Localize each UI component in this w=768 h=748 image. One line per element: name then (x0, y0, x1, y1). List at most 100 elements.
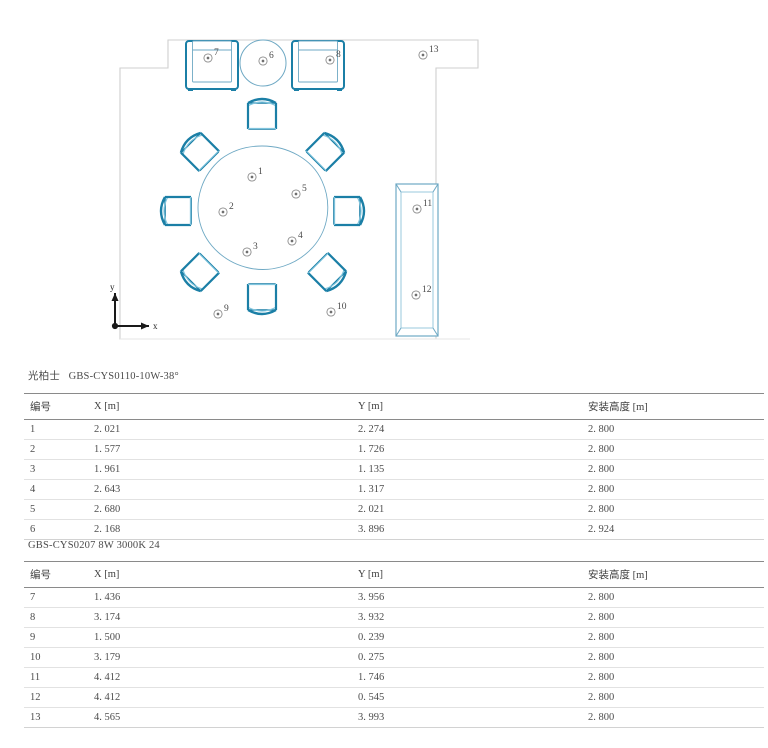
marker-label: 7 (214, 48, 219, 58)
cell-x: 3. 179 (88, 647, 352, 668)
cell-id: 4 (24, 479, 88, 500)
cell-x: 1. 500 (88, 627, 352, 648)
cell-id: 5 (24, 499, 88, 520)
luminaire-marker-5: 5 (291, 184, 307, 199)
header-y: Y [m] (352, 561, 582, 588)
marker-label: 6 (269, 51, 274, 61)
marker-label: 9 (224, 304, 229, 314)
section-2-title: GBS-CYS0207 8W 3000K 24 (28, 540, 160, 551)
header-y: Y [m] (352, 393, 582, 420)
cell-y: 3. 956 (352, 587, 582, 608)
cell-id: 11 (24, 667, 88, 688)
luminaire-marker-11: 11 (412, 199, 432, 214)
dining-chair-w (159, 195, 193, 227)
cell-id: 2 (24, 439, 88, 460)
cell-x: 1. 961 (88, 459, 352, 480)
cell-y: 2. 274 (352, 419, 582, 440)
cell-id: 10 (24, 647, 88, 668)
header-id: 编号 (24, 393, 88, 420)
marker-label: 3 (253, 242, 258, 252)
marker-label: 2 (229, 202, 234, 212)
cell-mounting-height: 2. 800 (582, 627, 764, 648)
cell-id: 9 (24, 627, 88, 648)
marker-label: 11 (423, 199, 432, 209)
header-mounting-height: 安装高度 [m] (582, 393, 764, 420)
marker-label: 12 (422, 285, 432, 295)
cell-mounting-height: 2. 800 (582, 667, 764, 688)
cell-y: 0. 275 (352, 647, 582, 668)
table-1-head: 编号 X [m] Y [m] 安装高度 [m] (24, 393, 764, 420)
cell-id: 12 (24, 687, 88, 708)
axis-indicator: x y (110, 282, 158, 331)
cell-mounting-height: 2. 800 (582, 459, 764, 480)
marker-label: 1 (258, 167, 263, 177)
cell-id: 1 (24, 419, 88, 440)
dining-chair-s (246, 282, 278, 316)
luminaire-section-1: 光柏士 GBS-CYS0110-10W-38° 编号 X [m] Y [m] 安… (0, 368, 768, 540)
table-2-head: 编号 X [m] Y [m] 安装高度 [m] (24, 561, 764, 588)
header-x: X [m] (88, 561, 352, 588)
luminaire-marker-1: 1 (247, 167, 263, 182)
dining-chair-n (246, 97, 278, 131)
luminaire-section-2: GBS-CYS0207 8W 3000K 24 编号 X [m] Y [m] 安… (0, 540, 768, 728)
dining-chair-se (306, 251, 351, 296)
luminaire-marker-10: 10 (326, 302, 347, 317)
cell-mounting-height: 2. 924 (582, 519, 764, 540)
cell-mounting-height: 2. 800 (582, 439, 764, 460)
dining-chair-e (332, 195, 366, 227)
table-1-header-row: 编号 X [m] Y [m] 安装高度 [m] (24, 393, 764, 420)
cell-id: 7 (24, 587, 88, 608)
header-x: X [m] (88, 393, 352, 420)
cell-x: 4. 412 (88, 687, 352, 708)
luminaire-marker-7: 7 (203, 48, 219, 63)
cell-y: 1. 317 (352, 479, 582, 500)
cell-x: 2. 021 (88, 419, 352, 440)
dining-chair-nw (176, 128, 221, 173)
cell-y: 1. 746 (352, 667, 582, 688)
cell-x: 4. 412 (88, 667, 352, 688)
cell-mounting-height: 2. 800 (582, 607, 764, 628)
table-2-header-row: 编号 X [m] Y [m] 安装高度 [m] (24, 561, 764, 588)
round-dining-table (197, 145, 329, 270)
cell-mounting-height: 2. 800 (582, 499, 764, 520)
cell-mounting-height: 2. 800 (582, 687, 764, 708)
cell-mounting-height: 2. 800 (582, 479, 764, 500)
cell-y: 1. 135 (352, 459, 582, 480)
cell-mounting-height: 2. 800 (582, 419, 764, 440)
cell-id: 6 (24, 519, 88, 540)
cell-x: 1. 436 (88, 587, 352, 608)
marker-label: 4 (298, 231, 303, 241)
cell-x: 4. 565 (88, 707, 352, 728)
luminaire-marker-9: 9 (213, 304, 229, 319)
marker-label: 5 (302, 184, 307, 194)
luminaire-marker-2: 2 (218, 202, 234, 217)
cell-y: 3. 932 (352, 607, 582, 628)
cell-y: 1. 726 (352, 439, 582, 460)
luminaire-marker-8: 8 (325, 50, 341, 65)
cell-x: 2. 168 (88, 519, 352, 540)
axis-x-label: x (153, 321, 158, 331)
cell-mounting-height: 2. 800 (582, 587, 764, 608)
dining-chair-ne (304, 128, 349, 173)
cell-y: 2. 021 (352, 499, 582, 520)
cell-x: 3. 174 (88, 607, 352, 628)
luminaire-marker-4: 4 (287, 231, 303, 246)
cell-id: 13 (24, 707, 88, 728)
luminaire-marker-13: 13 (418, 45, 439, 60)
cell-y: 3. 896 (352, 519, 582, 540)
cell-id: 8 (24, 607, 88, 628)
axis-y-label: y (110, 282, 115, 292)
